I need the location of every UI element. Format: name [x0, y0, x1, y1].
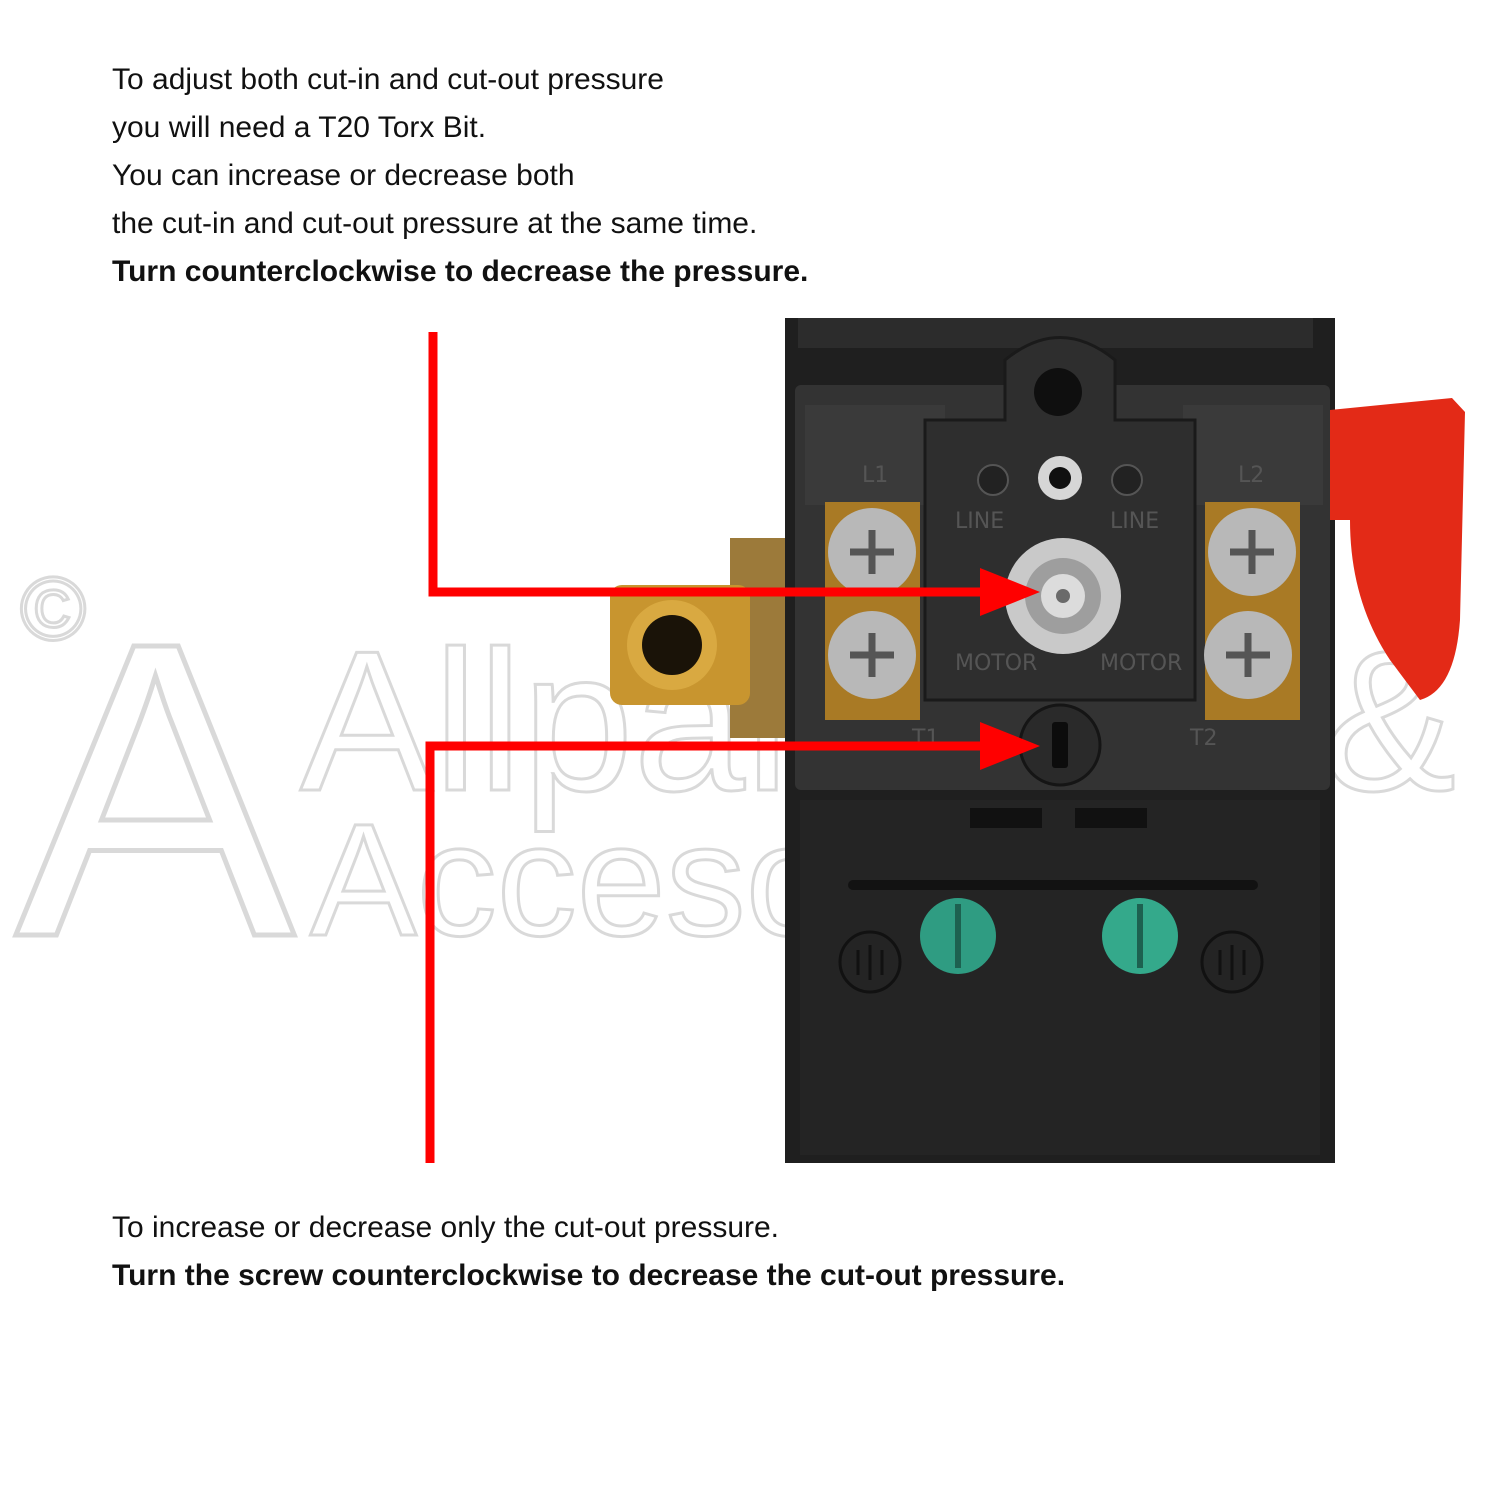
- terminal-screw-icon: [828, 508, 916, 596]
- watermark-copyright: ©: [20, 560, 86, 660]
- instruction-line-4: the cut-in and cut-out pressure at the s…: [112, 207, 758, 240]
- instruction-bold-bottom: Turn the screw counterclockwise to decre…: [112, 1259, 1066, 1292]
- label-line-right: LINE: [1110, 509, 1159, 534]
- brass-fitting: [610, 538, 800, 738]
- terminal-screw-icon: [1204, 611, 1292, 699]
- label-motor-right: MOTOR: [1100, 651, 1182, 676]
- instruction-line-1: To adjust both cut-in and cut-out pressu…: [112, 63, 664, 96]
- instruction-line-3: You can increase or decrease both: [112, 159, 575, 192]
- instruction-line-5: To increase or decrease only the cut-out…: [112, 1211, 780, 1244]
- terminal-screw-icon: [828, 611, 916, 699]
- bottom-instructions: To increase or decrease only the cut-out…: [112, 1204, 1065, 1300]
- terminals: [825, 502, 1300, 720]
- ground-symbol-icon: [1200, 930, 1264, 994]
- label-motor-left: MOTOR: [955, 651, 1037, 676]
- svg-text:A: A: [15, 556, 297, 1025]
- ground-symbol-icon: [838, 930, 902, 994]
- instruction-line-2: you will need a T20 Torx Bit.: [112, 111, 487, 144]
- terminal-screw-icon: [1208, 508, 1296, 596]
- label-l2: L2: [1238, 463, 1264, 488]
- label-line-left: LINE: [955, 509, 1004, 534]
- unloader-lever: [1330, 398, 1465, 700]
- adjustment-screw-icon: [1005, 538, 1121, 654]
- arrow-cut-in-cut-out: [428, 332, 1040, 616]
- label-l1: L1: [862, 463, 888, 488]
- top-instructions: To adjust both cut-in and cut-out pressu…: [112, 56, 808, 296]
- differential-screw-icon: [1018, 703, 1102, 787]
- wiring-screws: [920, 898, 1178, 974]
- label-t2: T2: [1189, 726, 1217, 751]
- instruction-bold-top: Turn counterclockwise to decrease the pr…: [112, 255, 809, 288]
- arrow-cut-out-only: [425, 722, 1040, 1163]
